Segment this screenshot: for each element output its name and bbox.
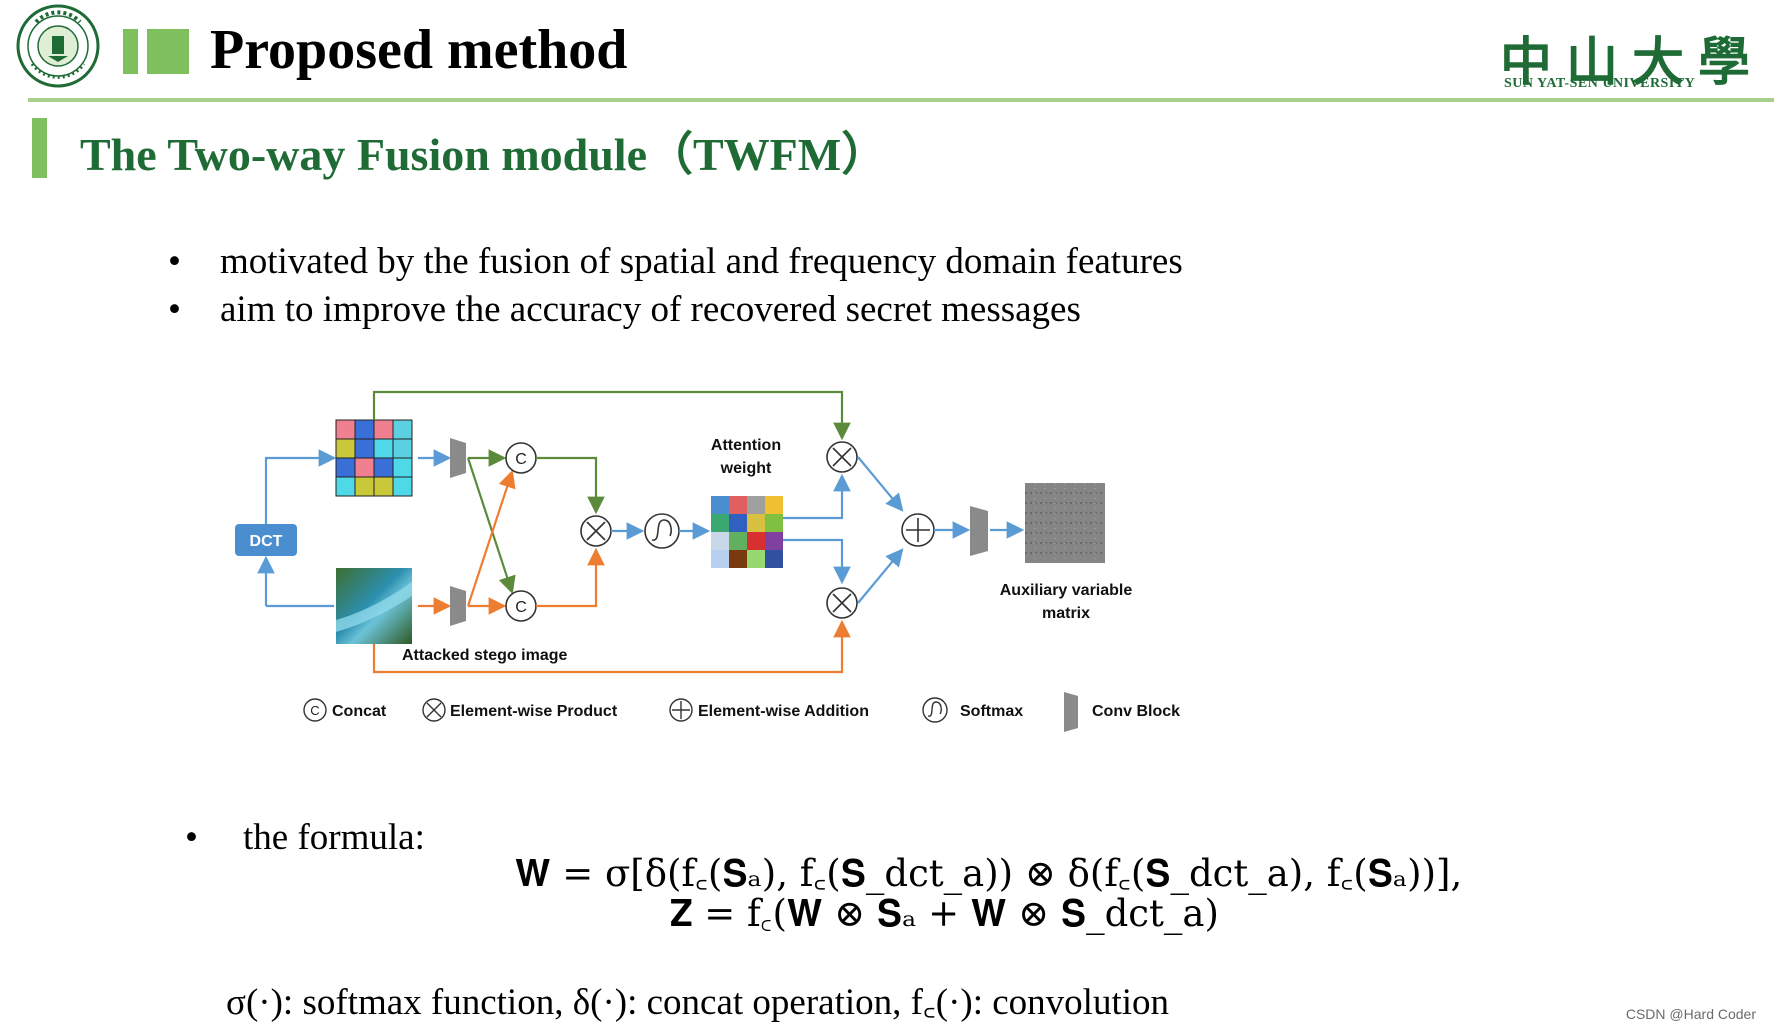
watermark: CSDN @Hard Coder	[1625, 1006, 1756, 1022]
bullet-dot: •	[168, 289, 181, 330]
university-seal-logo	[16, 4, 100, 88]
notation-legend: σ(·): softmax function, δ(·): concat ope…	[226, 982, 1170, 1023]
dct-label: DCT	[250, 533, 283, 550]
auxiliary-variable-matrix-image	[1025, 483, 1105, 563]
accent-bar-wide	[147, 29, 189, 74]
product-node-center	[580, 515, 612, 547]
bullet-text: aim to improve the accuracy of recovered…	[220, 289, 1081, 330]
university-name-chinese: 中山大學	[1500, 32, 1765, 93]
product-node-bottom	[826, 587, 858, 619]
twfm-architecture-diagram: DCT Attacked stego image C C	[235, 390, 1180, 732]
bullet-text: motivated by the fusion of spatial and f…	[220, 241, 1183, 282]
dct-feature-grid	[335, 419, 413, 497]
legend-addition-label: Element-wise Addition	[698, 703, 869, 720]
title-accent-bars	[123, 29, 189, 74]
header-divider	[28, 98, 1774, 102]
legend-softmax-label: Softmax	[960, 703, 1023, 720]
concat-node-letter: C	[515, 599, 527, 616]
concat-node-top: C	[505, 442, 537, 474]
concat-node-letter: C	[515, 451, 527, 468]
dct-block: DCT	[235, 524, 297, 556]
section-title: The Two-way Fusion module（TWFM）	[80, 129, 888, 180]
conv-block-top	[450, 438, 466, 478]
formula-label: the formula:	[243, 817, 425, 858]
product-node-top	[826, 441, 858, 473]
legend-product-label: Element-wise Product	[450, 703, 618, 720]
conv-block-bottom	[450, 586, 466, 626]
stego-label: Attacked stego image	[402, 647, 567, 664]
softmax-node	[644, 513, 680, 549]
conv-block-output	[970, 506, 988, 556]
attention-label-line1: Attention	[711, 437, 781, 454]
attention-label-line2: weight	[720, 460, 772, 477]
legend-concat-symbol: C	[310, 703, 319, 718]
legend-concat-label: Concat	[332, 703, 387, 720]
university-name-english: SUN YAT-SEN UNIVERSITY	[1504, 76, 1696, 91]
bullet-dot: •	[168, 241, 181, 282]
attention-weight-grid	[711, 496, 783, 568]
page-title: Proposed method	[210, 19, 628, 81]
accent-bar-thin	[123, 29, 138, 74]
section-accent-bar	[32, 118, 47, 178]
diagram-legend: C Concat Element-wise Product Element-wi…	[303, 692, 1180, 732]
output-label-line1: Auxiliary variable	[1000, 582, 1133, 599]
output-label-line2: matrix	[1042, 605, 1090, 622]
equation-attention-weight: 𝐖 = σ[δ(f꜀(𝐒ₐ), f꜀(𝐒_dct_a)) ⊗ δ(f꜀(𝐒_dc…	[515, 852, 1463, 895]
legend-conv-label: Conv Block	[1092, 703, 1180, 720]
addition-node	[901, 513, 935, 547]
equation-auxiliary-matrix: 𝐙 = f꜀(𝐖 ⊗ 𝐒ₐ + 𝐖 ⊗ 𝐒_dct_a)	[670, 892, 1219, 935]
concat-node-bottom: C	[505, 590, 537, 622]
bullet-dot: •	[185, 817, 198, 858]
attacked-stego-image	[336, 568, 412, 644]
